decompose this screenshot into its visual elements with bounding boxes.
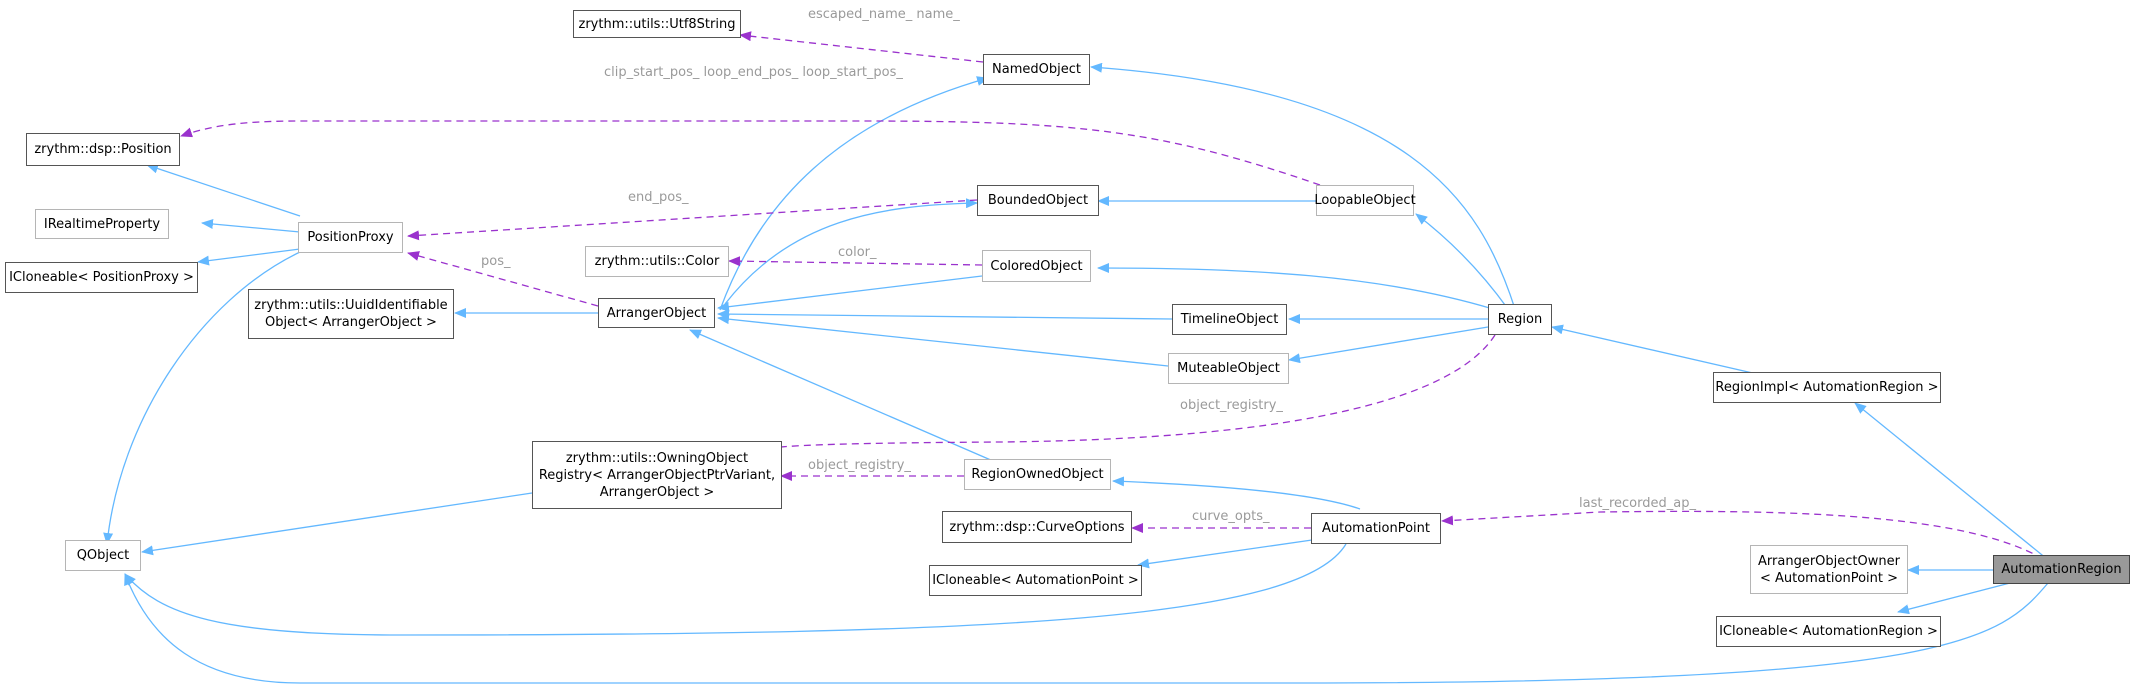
node-positionproxy[interactable]: PositionProxy — [298, 222, 403, 253]
node-muteableobject[interactable]: MuteableObject — [1168, 353, 1289, 384]
edge-regionimpl-region — [1551, 324, 1771, 378]
edge-owningobjectregistry-qobject — [141, 492, 533, 556]
edge-automationpoint-icloneable — [1137, 539, 1313, 569]
node-region[interactable]: Region — [1488, 304, 1552, 335]
node-regionownedobject[interactable]: RegionOwnedObject — [964, 459, 1111, 490]
node-position[interactable]: zrythm::dsp::Position — [26, 133, 180, 166]
node-qobject[interactable]: QObject — [65, 540, 141, 571]
edge-region-namedobject — [1090, 62, 1516, 310]
node-namedobject[interactable]: NamedObject — [983, 54, 1090, 85]
node-curveoptions[interactable]: zrythm::dsp::CurveOptions — [942, 511, 1132, 543]
node-uuididentifiable[interactable]: zrythm::utils::UuidIdentifiable Object< … — [248, 289, 454, 339]
node-utf8string[interactable]: zrythm::utils::Utf8String — [573, 10, 741, 38]
edge-automationregion-automationpoint — [1441, 510, 2044, 560]
edge-positionproxy-position — [146, 163, 301, 217]
edge-label-pos: pos_ — [481, 254, 511, 269]
edge-region-coloredobject — [1097, 263, 1494, 310]
edge-label-end-pos: end_pos_ — [628, 190, 689, 205]
node-boundedobject[interactable]: BoundedObject — [977, 185, 1099, 216]
edge-region-loopableobject — [1415, 213, 1509, 310]
node-automationregion[interactable]: AutomationRegion — [1993, 555, 2130, 584]
edge-positionproxy-qobject — [103, 251, 301, 545]
node-color[interactable]: zrythm::utils::Color — [585, 246, 729, 277]
edge-loopableobject-position — [180, 120, 1321, 186]
edge-label-object-registry-owned: object_registry_ — [808, 458, 911, 473]
edge-arrangerobject-namedobject — [719, 76, 989, 311]
edge-label-escaped-name: escaped_name_ name_ — [808, 7, 960, 22]
edge-arrangerobject-boundedobject — [724, 198, 978, 305]
node-loopableobject[interactable]: LoopableObject — [1314, 185, 1416, 216]
edge-label-color: color_ — [838, 245, 877, 260]
edge-namedobject-utf8string — [739, 31, 984, 63]
edge-automationregion-regionimpl — [1854, 402, 2048, 560]
edge-label-last-recorded-ap: last_recorded_ap_ — [1579, 496, 1696, 511]
edge-coloredobject-arrangerobject — [717, 275, 983, 312]
node-arrangerobject[interactable]: ArrangerObject — [598, 298, 715, 328]
edge-timelineobject-arrangerobject — [717, 309, 1173, 320]
node-automationpoint[interactable]: AutomationPoint — [1311, 513, 1441, 544]
node-irealtimeproperty[interactable]: IRealtimeProperty — [35, 209, 169, 239]
node-icloneable-positionproxy[interactable]: ICloneable< PositionProxy > — [5, 262, 198, 293]
edge-positionproxy-irealtimeproperty — [201, 219, 301, 233]
node-owningobjectregistry[interactable]: zrythm::utils::OwningObject Registry< Ar… — [532, 441, 782, 509]
edge-arrangerobject-positionproxy — [407, 251, 599, 307]
edge-label-clip-start-pos: clip_start_pos_ loop_end_pos_ loop_start… — [604, 65, 903, 80]
edge-muteableobject-arrangerobject — [717, 314, 1169, 367]
edge-automationpoint-regionownedobject — [1112, 476, 1361, 510]
node-arrangerobjectowner[interactable]: ArrangerObjectOwner < AutomationPoint > — [1750, 545, 1908, 594]
node-coloredobject[interactable]: ColoredObject — [982, 250, 1091, 282]
edge-regionownedobject-arrangerobject — [689, 329, 1001, 465]
edge-boundedobject-positionproxy — [407, 199, 978, 241]
edge-region-muteableobject — [1288, 326, 1489, 364]
node-icloneable-automationregion[interactable]: ICloneable< AutomationRegion > — [1716, 616, 1941, 647]
edge-coloredobject-color — [728, 256, 983, 267]
edge-label-object-registry-region: object_registry_ — [1180, 398, 1283, 413]
node-regionimpl[interactable]: RegionImpl< AutomationRegion > — [1713, 372, 1941, 403]
node-timelineobject[interactable]: TimelineObject — [1172, 304, 1287, 335]
edge-positionproxy-icloneable — [197, 248, 301, 266]
edge-region-owningobjectregistry — [757, 334, 1496, 462]
edge-automationregion-icloneable — [1897, 582, 2011, 615]
edge-automationregion-qobject — [124, 573, 2049, 684]
edge-automationpoint-qobject — [124, 543, 1347, 636]
edge-label-curve-opts: curve_opts_ — [1192, 509, 1270, 524]
node-icloneable-automationpoint[interactable]: ICloneable< AutomationPoint > — [929, 565, 1142, 596]
